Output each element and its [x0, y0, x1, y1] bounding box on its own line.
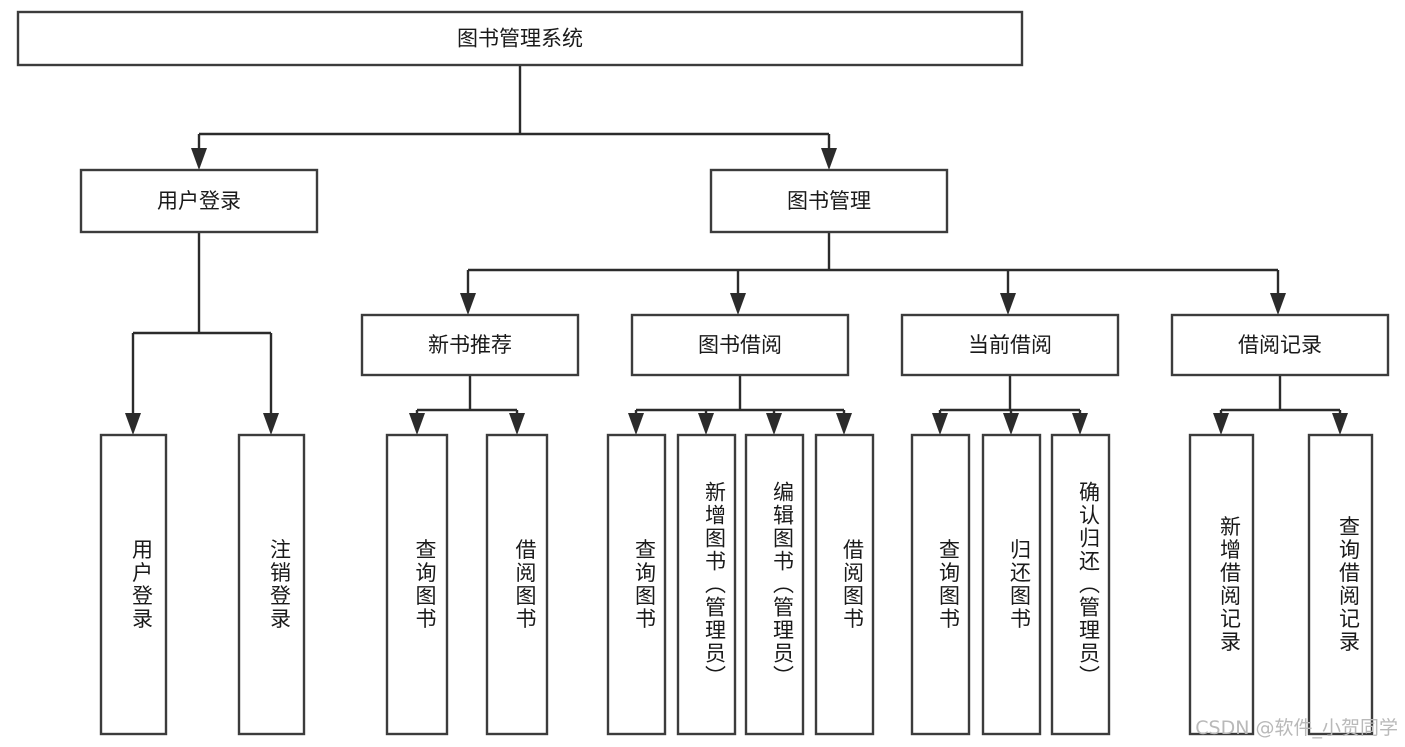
node-label-book-management: 图书管理	[787, 189, 871, 213]
arrow-head-a-book-management	[821, 148, 837, 170]
node-box-leaf-query-book-current	[910, 433, 971, 736]
node-box-leaf-query-borrow-record	[1307, 433, 1374, 736]
node-box-leaf-user-login	[99, 433, 168, 736]
node-current-borrow[interactable]: 当前借阅	[900, 313, 1120, 377]
node-label-leaf-logout: 注销登录	[268, 539, 292, 631]
arrow-head-a-borrow-record	[1270, 293, 1286, 315]
node-box-root	[16, 10, 1024, 67]
node-label-leaf-query-borrow-record: 查询借阅记录	[1337, 516, 1361, 654]
node-label-leaf-add-borrow-record: 新增借阅记录	[1218, 516, 1242, 654]
node-box-leaf-add-book	[676, 433, 737, 736]
node-label-borrow-record: 借阅记录	[1238, 333, 1322, 357]
node-book-management[interactable]: 图书管理	[709, 168, 949, 234]
node-leaf-query-book-recommend[interactable]: 查询图书	[385, 433, 449, 736]
arrow-head-a-current-borrow	[1000, 293, 1016, 315]
node-borrow-record[interactable]: 借阅记录	[1170, 313, 1390, 377]
node-leaf-borrow-book[interactable]: 借阅图书	[814, 433, 875, 736]
arrow-head-a-leaf-logout	[263, 413, 279, 435]
watermark-layer: CSDN @软件_小贺同学	[1195, 717, 1398, 739]
arrow-head-a-leaf-edit-book	[766, 413, 782, 435]
node-box-leaf-edit-book	[744, 433, 805, 736]
arrow-head-a-leaf-borrow-book	[836, 413, 852, 435]
node-label-book-borrow: 图书借阅	[698, 333, 782, 357]
arrow-head-a-book-borrow	[730, 293, 746, 315]
node-box-book-management	[709, 168, 949, 234]
node-label-leaf-borrow-book: 借阅图书	[841, 539, 865, 631]
node-box-leaf-borrow-book-recommend	[485, 433, 549, 736]
node-box-leaf-borrow-book	[814, 433, 875, 736]
arrow-head-a-new-book-recommend	[460, 293, 476, 315]
arrow-head-a-leaf-return-book	[1003, 413, 1019, 435]
node-box-leaf-confirm-return	[1050, 433, 1111, 736]
node-leaf-edit-book[interactable]: 编辑图书（管理员）	[744, 433, 805, 736]
node-new-book-recommend[interactable]: 新书推荐	[360, 313, 580, 377]
node-leaf-add-borrow-record[interactable]: 新增借阅记录	[1188, 433, 1255, 736]
arrow-head-a-leaf-query-current	[932, 413, 948, 435]
node-label-leaf-borrow-book-recommend: 借阅图书	[513, 539, 537, 631]
node-leaf-user-login[interactable]: 用户登录	[99, 433, 168, 736]
node-label-leaf-add-book: 新增图书（管理员）	[703, 481, 727, 688]
node-label-leaf-user-login: 用户登录	[130, 539, 154, 631]
node-box-leaf-query-book-borrow	[606, 433, 667, 736]
arrow-head-a-leaf-query-recommend	[409, 413, 425, 435]
node-box-new-book-recommend	[360, 313, 580, 377]
node-label-user-login: 用户登录	[157, 189, 241, 213]
node-box-leaf-logout	[237, 433, 306, 736]
node-book-borrow[interactable]: 图书借阅	[630, 313, 850, 377]
node-label-leaf-query-book-current: 查询图书	[937, 539, 961, 631]
node-label-leaf-confirm-return: 确认归还（管理员）	[1077, 481, 1101, 688]
nodes-layer: 图书管理系统用户登录图书管理新书推荐图书借阅当前借阅借阅记录用户登录注销登录查询…	[16, 10, 1390, 736]
node-box-leaf-add-borrow-record	[1188, 433, 1255, 736]
arrow-head-a-leaf-confirm-return	[1072, 413, 1088, 435]
node-box-user-login	[79, 168, 319, 234]
node-box-book-borrow	[630, 313, 850, 377]
node-box-leaf-return-book	[981, 433, 1042, 736]
node-leaf-return-book[interactable]: 归还图书	[981, 433, 1042, 736]
node-box-current-borrow	[900, 313, 1120, 377]
arrow-head-a-leaf-add-record	[1213, 413, 1229, 435]
arrow-head-a-leaf-user-login	[125, 413, 141, 435]
node-box-borrow-record	[1170, 313, 1390, 377]
node-root[interactable]: 图书管理系统	[16, 10, 1024, 67]
arrow-head-a-leaf-query-record	[1332, 413, 1348, 435]
node-user-login[interactable]: 用户登录	[79, 168, 319, 234]
node-leaf-confirm-return[interactable]: 确认归还（管理员）	[1050, 433, 1111, 736]
node-leaf-query-borrow-record[interactable]: 查询借阅记录	[1307, 433, 1374, 736]
node-label-new-book-recommend: 新书推荐	[428, 333, 512, 357]
node-leaf-query-book-borrow[interactable]: 查询图书	[606, 433, 667, 736]
arrow-head-a-leaf-borrow-recommend	[509, 413, 525, 435]
node-label-leaf-edit-book: 编辑图书（管理员）	[771, 481, 795, 688]
node-label-current-borrow: 当前借阅	[968, 333, 1052, 357]
node-label-root: 图书管理系统	[457, 27, 583, 51]
node-leaf-borrow-book-recommend[interactable]: 借阅图书	[485, 433, 549, 736]
arrow-head-a-user-login	[191, 148, 207, 170]
node-leaf-logout[interactable]: 注销登录	[237, 433, 306, 736]
node-leaf-query-book-current[interactable]: 查询图书	[910, 433, 971, 736]
node-box-leaf-query-book-recommend	[385, 433, 449, 736]
node-label-leaf-query-book-borrow: 查询图书	[633, 539, 657, 631]
arrow-head-a-leaf-query-borrow	[628, 413, 644, 435]
node-label-leaf-query-book-recommend: 查询图书	[413, 539, 437, 631]
node-leaf-add-book[interactable]: 新增图书（管理员）	[676, 433, 737, 736]
watermark-label: CSDN @软件_小贺同学	[1195, 717, 1398, 739]
arrow-head-a-leaf-add-book	[698, 413, 714, 435]
arrow-heads-layer	[125, 148, 1348, 435]
node-label-leaf-return-book: 归还图书	[1008, 539, 1032, 631]
